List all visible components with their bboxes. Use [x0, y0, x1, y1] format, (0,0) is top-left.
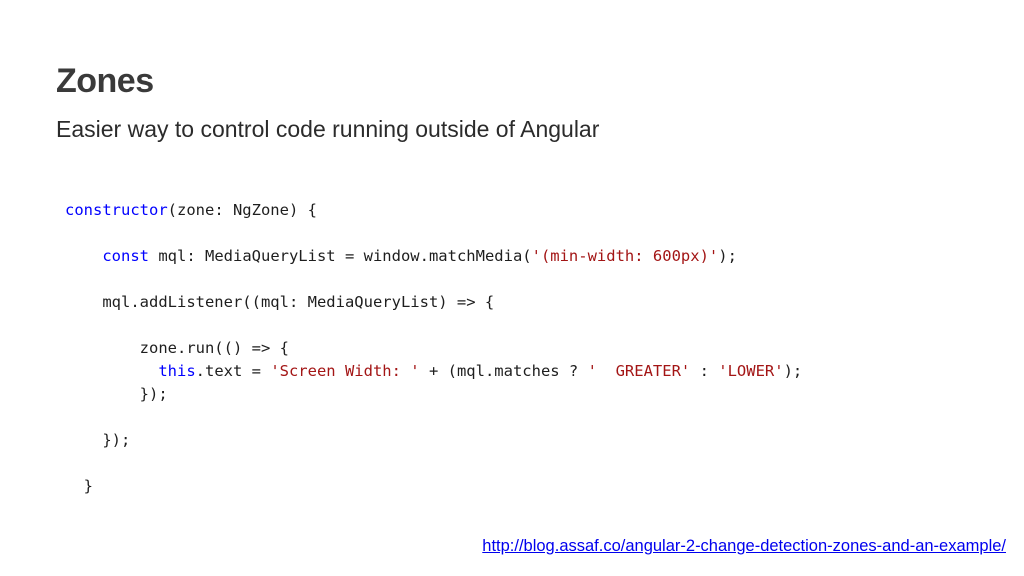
code-line: zone.run(() => {	[65, 337, 802, 360]
code-token-plain: .text =	[195, 362, 271, 380]
code-token-plain: (zone: NgZone) {	[167, 201, 317, 219]
code-line	[65, 222, 802, 245]
code-token-plain: zone.run(() => {	[139, 339, 289, 357]
code-line: });	[65, 429, 802, 452]
code-token-plain: mql: MediaQueryList = window.matchMedia(	[149, 247, 532, 265]
code-token-keyword: this	[158, 362, 196, 380]
slide-subtitle: Easier way to control code running outsi…	[56, 116, 600, 142]
code-token-plain: }	[83, 477, 94, 495]
source-link[interactable]: http://blog.assaf.co/angular-2-change-de…	[482, 537, 1006, 555]
code-line: constructor(zone: NgZone) {	[65, 199, 802, 222]
code-line: mql.addListener((mql: MediaQueryList) =>…	[65, 291, 802, 314]
code-token-string: '(min-width: 600px)'	[531, 247, 719, 265]
code-token-string: 'Screen Width: '	[270, 362, 420, 380]
slide-title: Zones	[56, 62, 154, 100]
code-line	[65, 314, 802, 337]
code-token-plain: });	[139, 385, 168, 403]
code-line: this.text = 'Screen Width: ' + (mql.matc…	[65, 360, 802, 383]
code-token-plain: + (mql.matches ?	[419, 362, 588, 380]
code-token-string: 'LOWER'	[718, 362, 784, 380]
code-token-plain: );	[783, 362, 803, 380]
code-line: }	[65, 475, 802, 498]
code-token-keyword: const	[102, 247, 149, 265]
code-line	[65, 406, 802, 429]
code-token-plain: });	[102, 431, 131, 449]
code-token-plain: mql.addListener((mql: MediaQueryList) =>…	[102, 293, 495, 311]
code-line: const mql: MediaQueryList = window.match…	[65, 245, 802, 268]
code-token-keyword: constructor	[65, 201, 168, 219]
code-token-string: ' GREATER'	[587, 362, 691, 380]
code-token-plain: :	[690, 362, 719, 380]
code-line	[65, 268, 802, 291]
code-line: });	[65, 383, 802, 406]
code-line	[65, 452, 802, 475]
code-block: constructor(zone: NgZone) { const mql: M…	[65, 199, 802, 498]
code-token-plain: );	[718, 247, 737, 265]
